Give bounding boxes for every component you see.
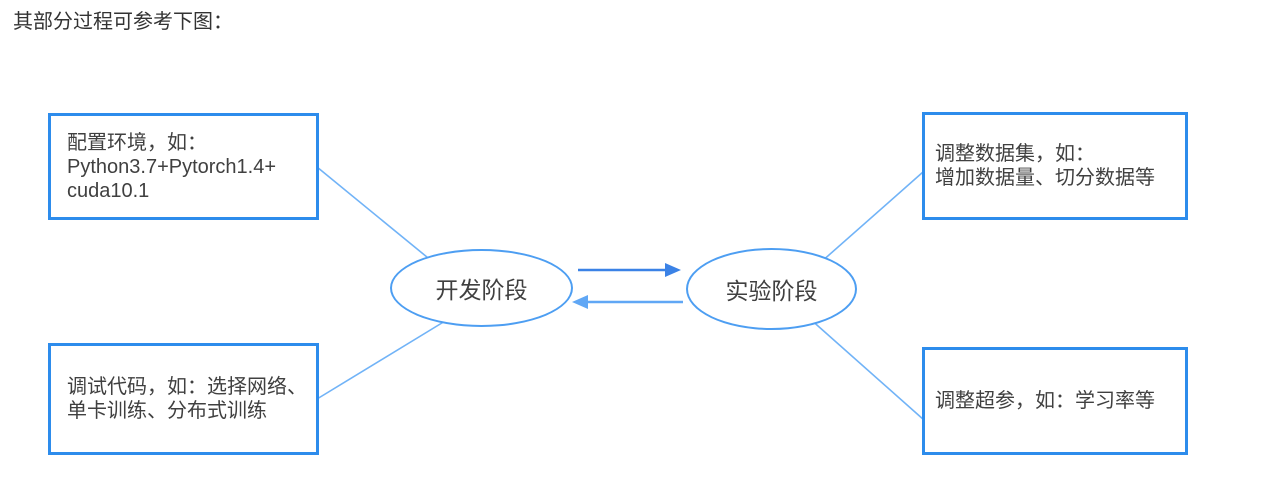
box-debug-code: 调试代码，如：选择网络、 单卡训练、分布式训练 [48,343,319,455]
connector-line-debug-to-dev [316,314,456,400]
arrow-head-right-icon [665,263,681,277]
box-text-line: 调整数据集，如： [935,143,1095,165]
box-text-line: 增加数据量、切分数据等 [935,167,1155,189]
intro-text: 其部分过程可参考下图： [13,11,233,33]
box-setup-environment: 配置环境，如： Python3.7+Pytorch1.4+ cuda10.1 [48,113,319,220]
box-text-line: Python3.7+Pytorch1.4+ [67,155,277,178]
arrow-head-left-icon [572,295,588,309]
flow-arrow-forward [578,263,681,277]
box-adjust-hyperparams: 调整超参，如：学习率等 [922,347,1188,455]
flow-arrow-backward [572,295,683,309]
connector-line-exp-to-hyperparams [799,309,925,421]
stage-label: 开发阶段 [435,277,528,303]
box-text-line: 调整超参，如：学习率等 [935,390,1155,412]
box-adjust-dataset: 调整数据集，如： 增加数据量、切分数据等 [922,112,1188,220]
box-text-line: 调试代码，如：选择网络、 [67,376,307,398]
box-text-line: cuda10.1 [67,179,150,202]
stage-node-dev-phase: 开发阶段 [390,249,573,327]
box-text-line: 配置环境，如： [67,131,207,154]
stage-node-exp-phase: 实验阶段 [686,248,857,330]
stage-label: 实验阶段 [725,278,818,304]
box-text-line: 单卡训练、分布式训练 [67,400,267,422]
